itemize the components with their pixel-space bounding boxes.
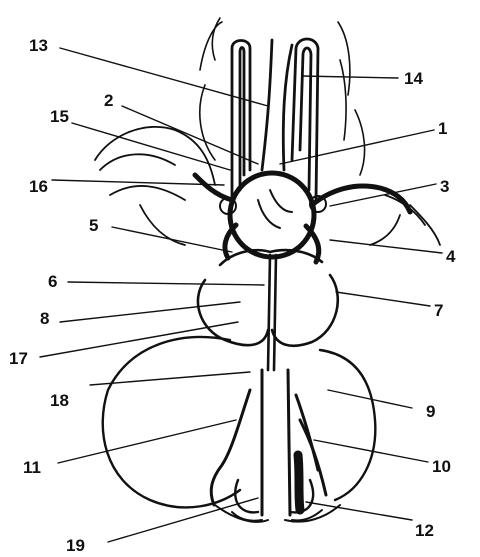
label-3: 3 — [440, 178, 449, 195]
label-18: 18 — [50, 392, 69, 409]
label-2: 2 — [104, 92, 113, 109]
label-15: 15 — [50, 108, 69, 125]
label-17: 17 — [9, 350, 28, 367]
anterior-loop-vessels — [232, 39, 318, 200]
label-13: 13 — [29, 37, 48, 54]
label-5: 5 — [89, 217, 98, 234]
label-16: 16 — [29, 178, 48, 195]
label-4: 4 — [446, 248, 455, 265]
lower-vessels — [211, 370, 326, 515]
label-14: 14 — [404, 70, 423, 87]
label-8: 8 — [40, 310, 49, 327]
label-7: 7 — [434, 302, 443, 319]
label-10: 10 — [432, 458, 451, 475]
label-9: 9 — [426, 403, 435, 420]
label-6: 6 — [48, 273, 57, 290]
spinal-base — [215, 505, 340, 522]
label-1: 1 — [438, 120, 447, 137]
brainstem — [198, 250, 338, 370]
label-12: 12 — [415, 522, 434, 539]
vertebral-artery-dark — [298, 455, 300, 510]
label-11: 11 — [23, 459, 41, 476]
arterial-circle — [195, 173, 410, 262]
label-19: 19 — [66, 537, 85, 554]
